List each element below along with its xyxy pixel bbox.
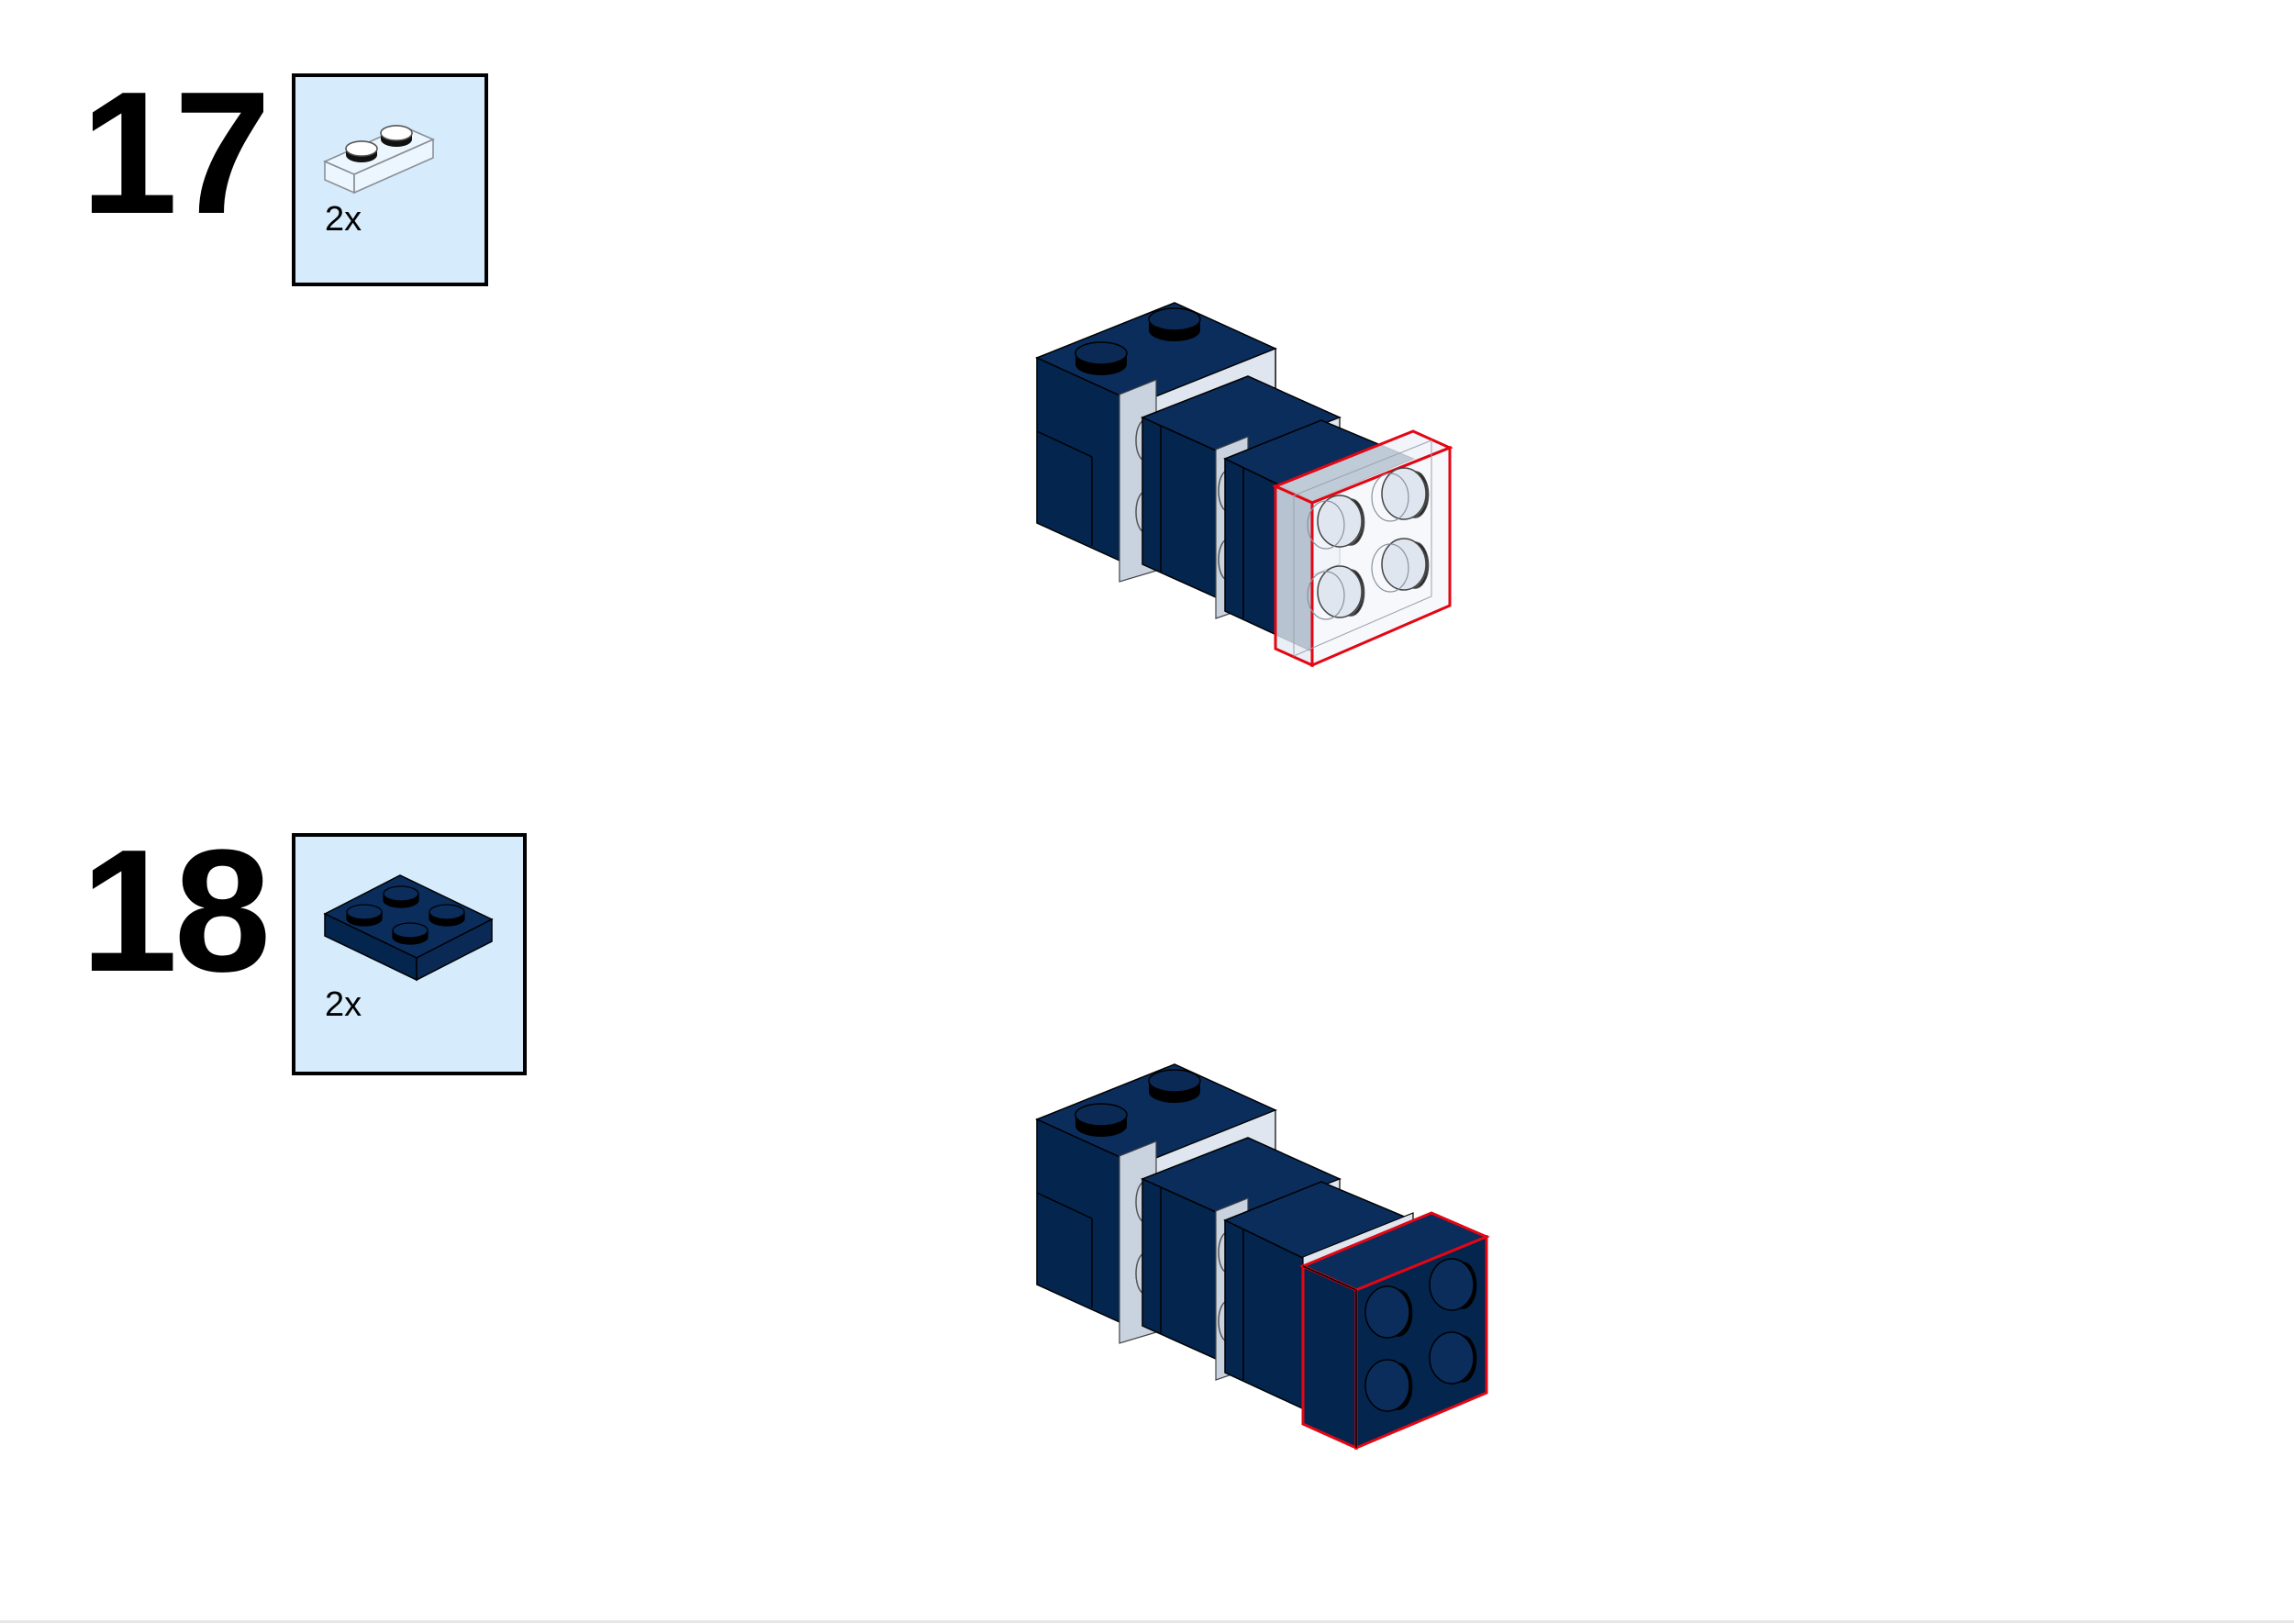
step-number: 17 (81, 56, 271, 250)
part-quantity: 2x (325, 985, 362, 1024)
parts-callout: 2x (292, 833, 527, 1075)
step-number: 18 (81, 814, 271, 1008)
part-quantity: 2x (325, 200, 362, 239)
step-17-model-illustration (1035, 302, 1453, 668)
dark-blue-plate-2x2-icon (323, 874, 494, 982)
parts-callout: 2x (292, 73, 488, 286)
page-bottom-rule (0, 1620, 2294, 1623)
clear-plate-1x2-icon (323, 125, 435, 195)
step-18-model-illustration (1035, 1063, 1490, 1451)
